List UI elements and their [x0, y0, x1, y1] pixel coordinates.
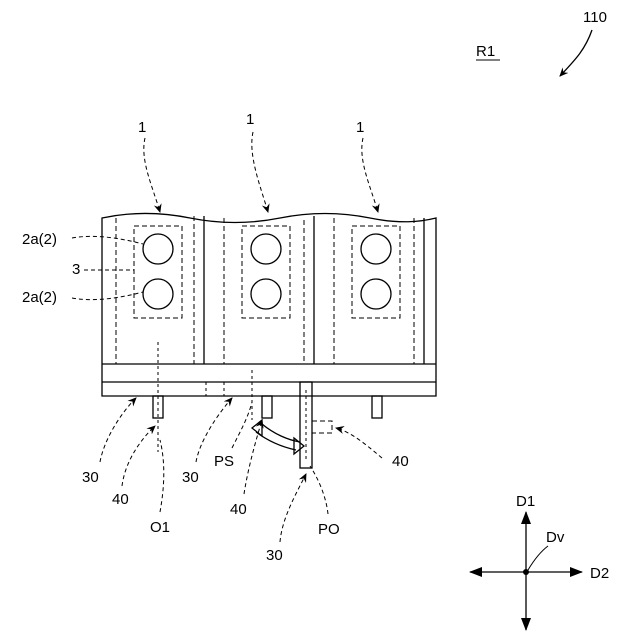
module-label-1: 1 — [138, 119, 146, 136]
label-ps: PS — [214, 453, 234, 470]
part-mid-leader — [244, 420, 262, 494]
module-body — [102, 214, 436, 397]
label-po: PO — [318, 521, 340, 538]
direction-d1: D1 — [516, 493, 535, 510]
label-frame: 3 — [72, 261, 80, 278]
module-leader-1 — [144, 138, 160, 212]
part-left-leader — [122, 426, 155, 486]
cell-2a — [251, 234, 281, 264]
direction-dv: Dv — [546, 529, 565, 546]
label-part-left: 40 — [112, 491, 129, 508]
lower-cell-leader — [72, 292, 143, 300]
cell-2b — [251, 279, 281, 309]
label-lower-cell: 2a(2) — [22, 289, 57, 306]
label-upper-cell: 2a(2) — [22, 231, 57, 248]
cell-1b — [143, 279, 173, 309]
cell-3b — [361, 279, 391, 309]
label-stage-bottom: 30 — [266, 547, 283, 564]
rotation-arrow — [252, 420, 304, 454]
upper-cell-leader — [72, 236, 143, 244]
ps-leader — [232, 402, 252, 448]
part-right-leader — [336, 428, 382, 458]
cell-3a — [361, 234, 391, 264]
label-part-right: 40 — [392, 453, 409, 470]
module-label-2: 1 — [246, 111, 254, 128]
stage-bar — [300, 382, 312, 468]
label-part-mid: 40 — [230, 501, 247, 518]
axis-o1-leader — [160, 440, 164, 512]
cell-1a — [143, 234, 173, 264]
stage-bottom-leader — [280, 474, 306, 542]
stage-left-leader — [100, 398, 136, 462]
label-stage-left: 30 — [82, 469, 99, 486]
module-label-3: 1 — [356, 119, 364, 136]
module-leader-3 — [362, 138, 378, 212]
figure-ref-number: 110 — [583, 9, 607, 26]
direction-d2: D2 — [590, 565, 609, 582]
direction-indicator — [470, 512, 582, 630]
po-leader — [310, 466, 328, 514]
label-axis-o1: O1 — [150, 519, 170, 536]
pin-right — [372, 396, 382, 418]
stage-pin — [312, 421, 332, 433]
pin-mid — [262, 396, 272, 418]
ref-number-leader — [560, 30, 592, 76]
region-label: R1 — [476, 43, 495, 60]
label-stage-mid: 30 — [182, 469, 199, 486]
module-leader-2 — [252, 132, 268, 212]
